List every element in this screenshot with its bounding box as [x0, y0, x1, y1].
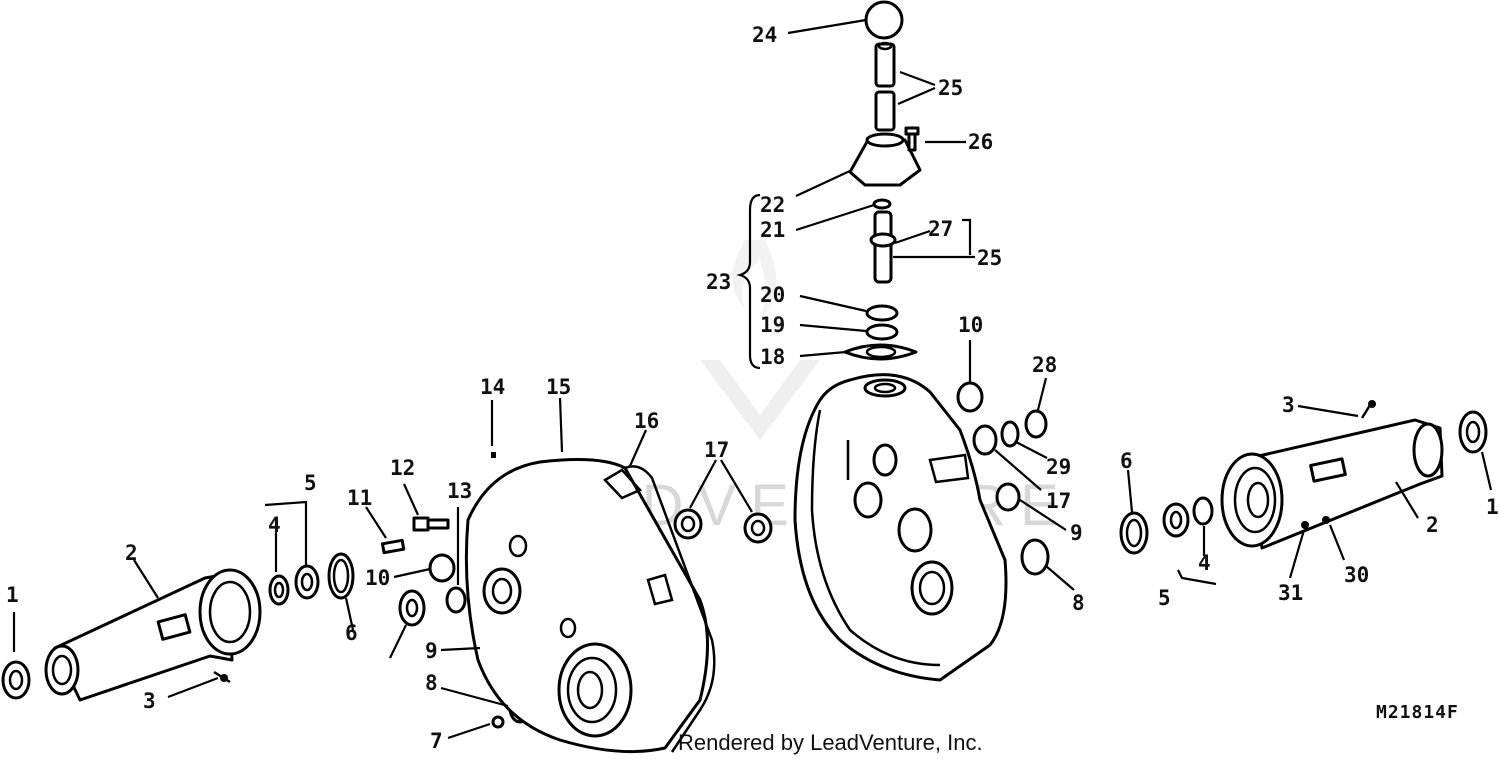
part-6-snap-ring-right — [1119, 511, 1149, 555]
part-3-bolt-right — [1360, 400, 1376, 419]
callout-3-right: 3 — [1282, 393, 1295, 417]
part-2-right-axle-housing — [1220, 418, 1444, 550]
callout-24: 24 — [752, 23, 777, 47]
figure-code: M21814F — [1376, 702, 1459, 723]
callout-9-left: 9 — [425, 639, 438, 663]
callout-23: 23 — [706, 270, 731, 294]
callout-6-right: 6 — [1120, 449, 1133, 473]
callout-31: 31 — [1278, 581, 1303, 605]
render-credit: Rendered by LeadVenture, Inc. — [678, 730, 983, 755]
part-5-cup-right — [1162, 502, 1190, 538]
callout-5-right: 5 — [1158, 586, 1171, 610]
callout-21: 21 — [760, 218, 785, 242]
callout-4-right: 4 — [1198, 551, 1211, 575]
callout-16: 16 — [634, 409, 659, 433]
part-2-left-axle-housing — [44, 568, 262, 702]
part-6-snap-ring-left — [327, 552, 355, 600]
part-10-bushing-left — [428, 553, 456, 583]
part-27-shift-shaft — [869, 210, 897, 284]
callout-17-right: 17 — [1046, 489, 1071, 513]
part-18-gasket-top — [843, 343, 918, 361]
callout-5-left: 5 — [304, 471, 317, 495]
callout-28: 28 — [1032, 353, 1057, 377]
callout-11: 11 — [347, 486, 372, 510]
callout-8-right: 8 — [1072, 591, 1085, 615]
part-30-bolt — [1322, 516, 1330, 524]
callout-7: 7 — [430, 729, 443, 753]
callout-19: 19 — [760, 313, 785, 337]
part-25-sleeve-upper — [874, 41, 896, 88]
callout-17-center: 17 — [704, 438, 729, 462]
callout-27: 27 — [928, 217, 953, 241]
part-right-case-housing — [793, 373, 1008, 682]
part-9-bearing-right — [995, 482, 1021, 512]
callout-15: 15 — [546, 375, 571, 399]
callout-9-right: 9 — [1070, 521, 1083, 545]
part-19-spring-ring — [865, 323, 899, 341]
part-25-sleeve-lower — [874, 90, 896, 132]
callout-1-right: 1 — [1486, 495, 1499, 519]
part-4-bearing-left — [268, 574, 290, 606]
callout-20: 20 — [760, 283, 785, 307]
part-21-o-ring — [872, 198, 892, 210]
part-22-shift-cover — [848, 132, 922, 187]
callout-1-left: 1 — [6, 583, 19, 607]
part-5-cup-left — [294, 564, 320, 600]
part-31-washer — [1301, 521, 1309, 529]
callout-2-right: 2 — [1426, 513, 1439, 537]
part-1-right-seal — [1458, 410, 1488, 454]
part-29-ring — [1000, 420, 1020, 448]
callout-2-left: 2 — [125, 541, 138, 565]
callout-3-left: 3 — [143, 689, 156, 713]
callout-10-right: 10 — [958, 313, 983, 337]
callout-29: 29 — [1046, 455, 1071, 479]
part-3-bolt-left — [213, 670, 231, 684]
part-12-bolt — [412, 516, 450, 532]
part-17-bearing-b — [743, 512, 773, 544]
part-4-washer-center — [398, 589, 426, 627]
part-15-left-case — [464, 458, 709, 754]
callout-6-left: 6 — [345, 621, 358, 645]
callout-10-left: 10 — [365, 566, 390, 590]
part-20-washer — [865, 304, 899, 322]
watermark-logo — [700, 240, 820, 440]
part-28-seal — [1024, 409, 1048, 439]
callout-18: 18 — [760, 345, 785, 369]
part-17-bearing-a — [673, 508, 703, 540]
group-23-bracket — [736, 193, 761, 370]
leader-lines — [12, 18, 1493, 740]
part-11-pin — [380, 538, 406, 555]
part-1-left-seal — [1, 660, 31, 700]
callout-4-left: 4 — [268, 513, 281, 537]
part-10-bushing-right — [956, 381, 984, 413]
part-4-bearing-right — [1192, 496, 1214, 526]
part-8-bearing-right — [1020, 538, 1050, 576]
callout-14: 14 — [480, 375, 505, 399]
callout-25-lower: 25 — [977, 246, 1002, 270]
part-16-gasket-left — [624, 465, 716, 753]
callout-13: 13 — [447, 479, 472, 503]
part-17-bearing-right — [972, 424, 998, 456]
callout-8-left: 8 — [425, 671, 438, 695]
part-14-dowel — [491, 452, 496, 458]
callout-30: 30 — [1344, 563, 1369, 587]
part-24-knob — [864, 0, 904, 40]
part-7-plug — [491, 715, 505, 729]
callout-22: 22 — [760, 193, 785, 217]
callout-12: 12 — [390, 456, 415, 480]
callout-25-upper: 25 — [938, 76, 963, 100]
part-26-screw — [904, 126, 920, 152]
part-13-ring — [445, 586, 467, 614]
callout-26: 26 — [968, 130, 993, 154]
